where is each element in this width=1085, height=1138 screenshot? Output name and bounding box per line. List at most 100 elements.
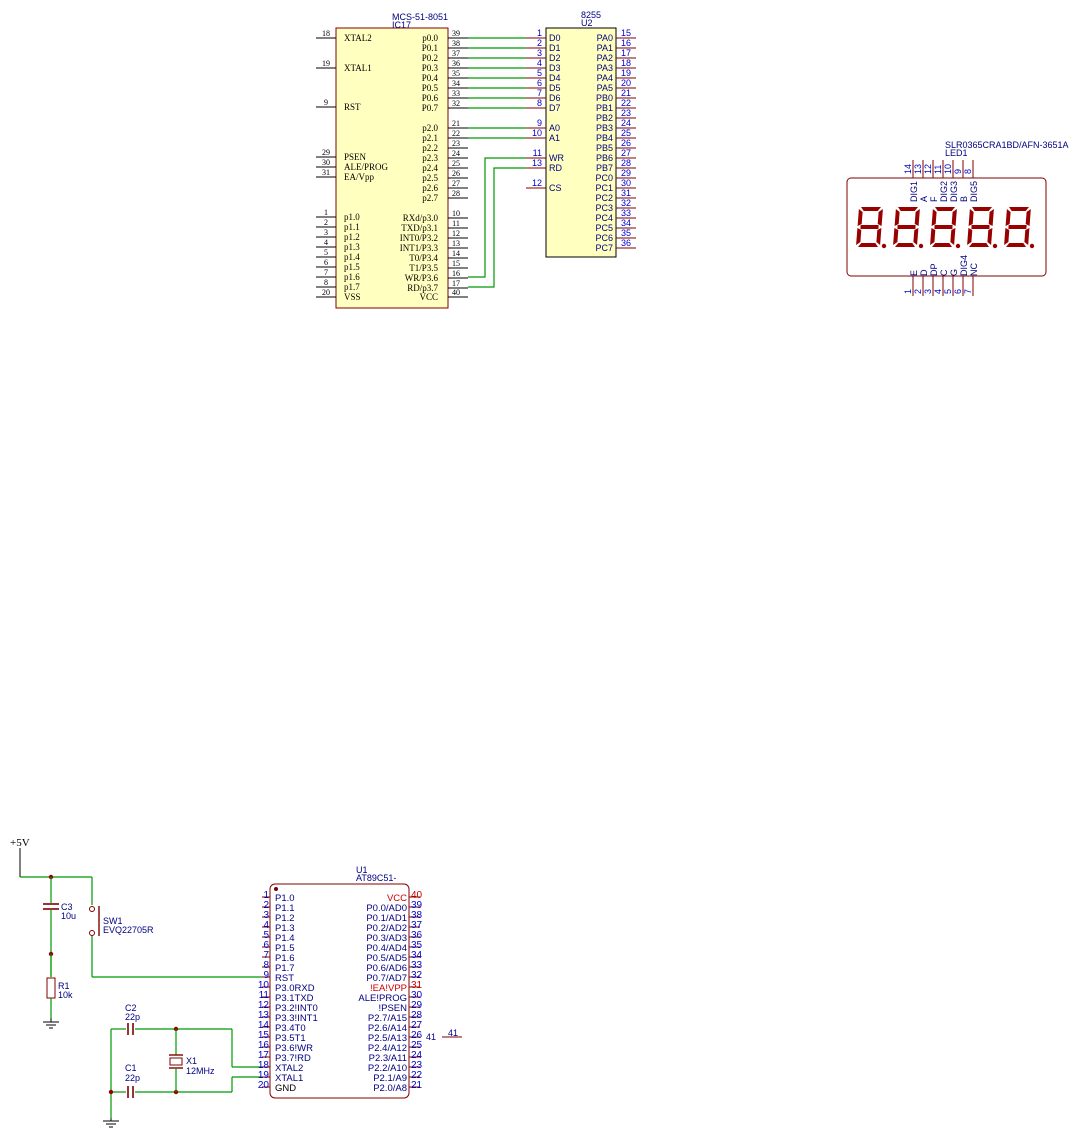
pin-number: 8 bbox=[324, 278, 328, 287]
seven-segment-digit bbox=[930, 207, 961, 249]
pin-name: p2.1 bbox=[422, 133, 438, 143]
pin-name: GND bbox=[275, 1083, 296, 1094]
pin-name: D7 bbox=[549, 103, 561, 113]
pin-name: ALE!PROG bbox=[358, 993, 407, 1004]
pin-name: B bbox=[959, 196, 969, 202]
pin-number: 8 bbox=[263, 960, 269, 971]
pin-number: 14 bbox=[452, 249, 460, 258]
pin-number: 9 bbox=[537, 118, 542, 128]
pin-name: D5 bbox=[549, 83, 561, 93]
pin-name: P0.6/AD6 bbox=[366, 963, 407, 974]
pin-name: DIG5 bbox=[969, 181, 979, 202]
pin-number: 12 bbox=[923, 164, 933, 174]
pin-name: p1.5 bbox=[344, 262, 360, 272]
pin-name: D2 bbox=[549, 53, 561, 63]
pin-name: D1 bbox=[549, 43, 561, 53]
u1-extra-pin-label-right: 41 bbox=[448, 1028, 458, 1038]
segment bbox=[914, 209, 920, 226]
pin-number: 23 bbox=[621, 108, 631, 118]
pin-number: 6 bbox=[953, 289, 963, 294]
pin-number: 27 bbox=[621, 148, 631, 158]
pin-number: 23 bbox=[411, 1060, 423, 1071]
pin-number: 28 bbox=[411, 1010, 423, 1021]
sw1-value: EVQ22705R bbox=[103, 925, 154, 935]
pin-name: P0.2 bbox=[422, 53, 438, 63]
pin-number: 13 bbox=[532, 158, 542, 168]
segment bbox=[967, 228, 973, 245]
seven-segment-digit bbox=[1004, 207, 1035, 249]
pin-number: 19 bbox=[322, 59, 330, 68]
pin-name: A1 bbox=[549, 133, 560, 143]
pin-name: p2.6 bbox=[422, 183, 438, 193]
pin-name: RD bbox=[549, 163, 562, 173]
pin-name: p2.2 bbox=[422, 143, 438, 153]
pin-name: ALE/PROG bbox=[344, 162, 389, 172]
pin-name: p0.0 bbox=[422, 33, 438, 43]
pin-name: TXD/p3.1 bbox=[401, 223, 438, 233]
segment bbox=[898, 207, 918, 211]
pin-name: P1.2 bbox=[275, 913, 295, 924]
segment bbox=[968, 209, 974, 226]
pin-number: 25 bbox=[621, 128, 631, 138]
pin-number: 36 bbox=[621, 238, 631, 248]
pin-number: 32 bbox=[621, 198, 631, 208]
segment bbox=[1025, 209, 1031, 226]
pin-number: 30 bbox=[322, 158, 330, 167]
pin-number: 9 bbox=[324, 98, 328, 107]
pin-number: 3 bbox=[263, 910, 269, 921]
pin-number: 31 bbox=[411, 980, 423, 991]
ground-symbol bbox=[43, 1018, 59, 1029]
pin-name: P2.1/A9 bbox=[373, 1073, 407, 1084]
pin-number: 37 bbox=[452, 49, 460, 58]
pin-number: 36 bbox=[452, 59, 460, 68]
u1-ref-label: U1 bbox=[356, 865, 368, 875]
segment bbox=[860, 225, 879, 229]
pin-name: p1.7 bbox=[344, 282, 360, 292]
segment bbox=[930, 228, 936, 245]
pin-name: PB5 bbox=[596, 143, 613, 153]
pin-name: P3.4T0 bbox=[275, 1023, 306, 1034]
pin-number: 22 bbox=[452, 129, 460, 138]
pin-number: 6 bbox=[263, 940, 269, 951]
r1-ref: R1 bbox=[58, 981, 70, 991]
pin-number: 8 bbox=[963, 169, 973, 174]
pin-name: p1.6 bbox=[344, 272, 360, 282]
pin-number: 35 bbox=[452, 69, 460, 78]
pin-name: PB6 bbox=[596, 153, 613, 163]
pin-number: 22 bbox=[621, 98, 631, 108]
pin-number: 13 bbox=[258, 1010, 270, 1021]
pin-name: P1.3 bbox=[275, 923, 295, 934]
segment bbox=[894, 209, 900, 226]
pin-name: p2.7 bbox=[422, 193, 438, 203]
segment bbox=[1005, 209, 1011, 226]
pin-number: 2 bbox=[913, 289, 923, 294]
r1-value: 10k bbox=[58, 990, 73, 1000]
pin-number: 27 bbox=[452, 179, 460, 188]
pin-name: PC0 bbox=[595, 173, 613, 183]
pin-name: P2.5/A13 bbox=[368, 1033, 407, 1044]
ic17-body bbox=[335, 27, 449, 309]
pin-name: D0 bbox=[549, 33, 561, 43]
pin-name: p2.5 bbox=[422, 173, 438, 183]
segment bbox=[895, 243, 915, 247]
pin-number: 28 bbox=[452, 189, 460, 198]
segment bbox=[861, 207, 881, 211]
c3-value: 10u bbox=[61, 911, 76, 921]
pin-name: p2.0 bbox=[422, 123, 438, 133]
pin-number: 7 bbox=[537, 88, 542, 98]
pin-name: XTAL2 bbox=[275, 1063, 303, 1074]
pin-number: 9 bbox=[263, 970, 269, 981]
pin-name: P3.5T1 bbox=[275, 1033, 306, 1044]
pin-name: PC7 bbox=[595, 243, 613, 253]
pin-number: 32 bbox=[452, 99, 460, 108]
pin-name: P1.0 bbox=[275, 893, 295, 904]
pin-number: 23 bbox=[452, 139, 460, 148]
seven-segment-digit bbox=[967, 207, 998, 249]
pin-number: 7 bbox=[324, 268, 328, 277]
u2-body bbox=[545, 27, 617, 258]
pin-number: 2 bbox=[537, 38, 542, 48]
led1-type-label: SLR0365CRA1BD/AFN-3651A bbox=[945, 140, 1069, 150]
